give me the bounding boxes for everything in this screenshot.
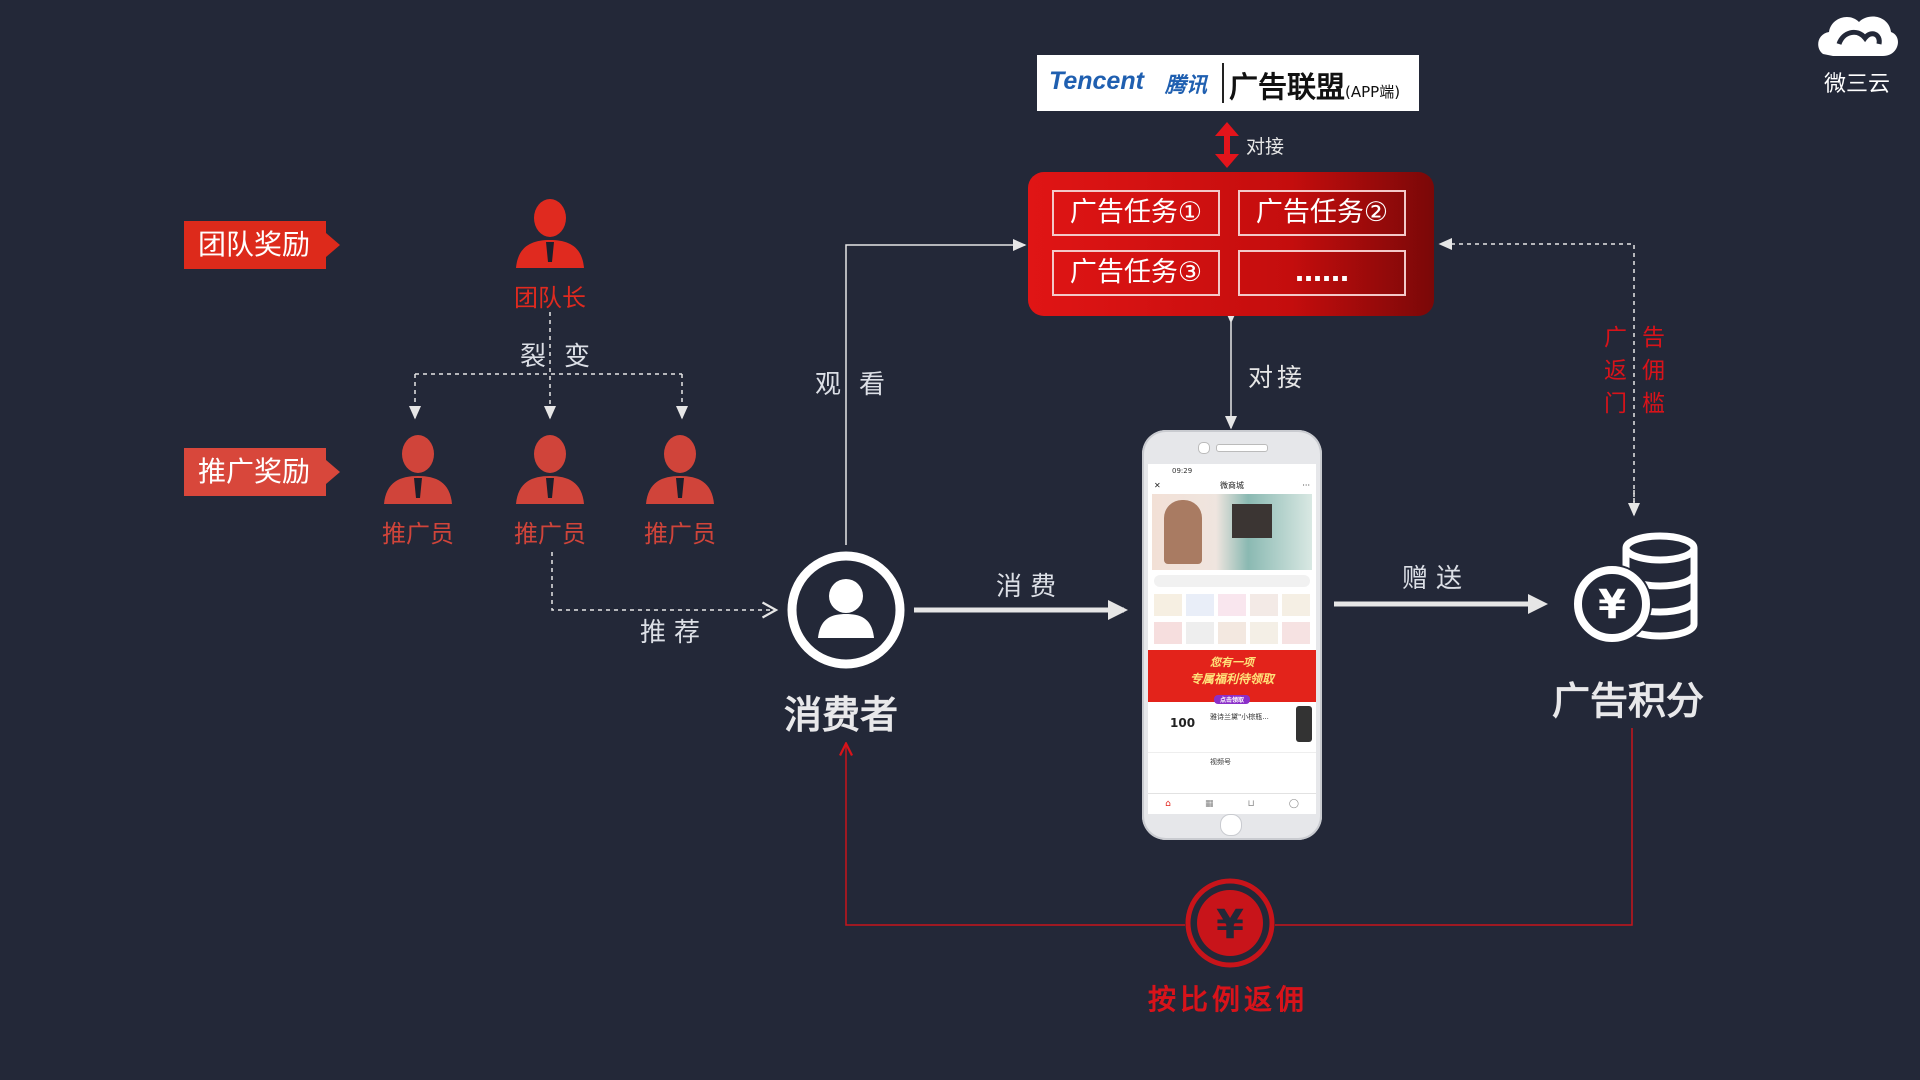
ad-task-1[interactable]: 广告任务①	[1052, 190, 1220, 236]
tencent-brand-cn: 腾讯	[1165, 73, 1207, 97]
category-item[interactable]	[1250, 594, 1278, 616]
team-reward-tag: 团队奖励	[184, 221, 340, 269]
promoter-label: 推广员	[514, 520, 586, 548]
promoter-label: 推广员	[382, 520, 454, 548]
hero-banner[interactable]	[1152, 494, 1312, 570]
consumer-label: 消费者	[784, 693, 899, 737]
phone-screen: 09:29 ✕ 微商城 ··· 您有一项 专属福利待领取 点击领取	[1148, 464, 1316, 814]
phone-speaker	[1216, 444, 1268, 452]
category-item[interactable]	[1154, 594, 1182, 616]
product-thumb	[1296, 706, 1312, 742]
tencent-ad-union-banner: Tencent 腾讯 广告联盟 (APP端)	[1037, 55, 1419, 111]
product-row-2[interactable]: 视频号	[1210, 758, 1231, 766]
ad-task-3[interactable]: 广告任务③	[1052, 250, 1220, 296]
rebate-node: ¥	[1185, 878, 1275, 968]
search-bar[interactable]	[1154, 575, 1310, 587]
category-item[interactable]	[1218, 594, 1246, 616]
promoter-2: 推广员	[510, 432, 590, 549]
coins-yen-icon: ¥	[1572, 532, 1698, 644]
points-label: 广告积分	[1552, 679, 1705, 723]
promo-reward-tag: 推广奖励	[184, 448, 340, 496]
cart-tab-icon[interactable]: ⊔	[1247, 799, 1255, 809]
leader-person-icon	[516, 199, 584, 268]
shop-title: ✕ 微商城 ···	[1148, 478, 1316, 494]
watch-connector	[845, 239, 1027, 545]
consumer-user-icon	[787, 551, 905, 669]
category-grid	[1148, 592, 1316, 646]
promo-banner[interactable]: 您有一项 专属福利待领取 点击领取	[1148, 650, 1316, 704]
mid-link-label: 对接	[1248, 363, 1307, 392]
logo: 微三云	[1812, 8, 1902, 98]
model-photo	[1164, 500, 1202, 564]
more-icon[interactable]: ···	[1302, 481, 1310, 490]
category-item[interactable]	[1154, 622, 1182, 644]
promoter-person-icon	[646, 435, 714, 504]
banner-title: 广告联盟	[1229, 70, 1346, 104]
svg-text:¥: ¥	[1216, 902, 1244, 948]
category-item[interactable]	[1282, 622, 1310, 644]
phone-camera	[1198, 442, 1210, 454]
promoter-3: 推广员	[640, 432, 720, 549]
recommend-label: 推荐	[640, 618, 709, 648]
ad-task-more[interactable]: ……	[1238, 250, 1406, 296]
logo-text: 微三云	[1823, 72, 1890, 97]
close-icon[interactable]: ✕	[1154, 481, 1161, 490]
promoter-person-icon	[384, 435, 452, 504]
category-item[interactable]	[1218, 622, 1246, 644]
promoter-person-icon	[516, 435, 584, 504]
points-node: ¥	[1568, 528, 1704, 652]
home-button[interactable]	[1220, 814, 1242, 836]
ad-task-panel: 广告任务① 广告任务② 广告任务③ ……	[1028, 172, 1434, 316]
category-tab-icon[interactable]: ▦	[1204, 799, 1214, 809]
watch-label: 观看	[815, 370, 904, 400]
profile-tab-icon[interactable]: ◯	[1288, 799, 1299, 809]
leader-label: 团队长	[514, 284, 586, 312]
fission-connectors	[409, 312, 779, 619]
category-item[interactable]	[1186, 622, 1214, 644]
consume-label: 消费	[996, 572, 1065, 602]
promoter-1: 推广员	[378, 432, 458, 549]
category-item[interactable]	[1186, 594, 1214, 616]
tab-bar: ⌂ ▦ ⊔ ◯	[1148, 793, 1316, 814]
top-link-label: 对接	[1246, 136, 1285, 158]
svg-text:¥: ¥	[1598, 582, 1626, 628]
banner-suffix: (APP端)	[1345, 83, 1401, 101]
ad-task-2[interactable]: 广告任务②	[1238, 190, 1406, 236]
status-bar: 09:29	[1172, 467, 1193, 475]
home-tab-icon[interactable]: ⌂	[1165, 799, 1171, 809]
fission-label: 裂变	[520, 342, 609, 372]
cloud-logo-icon	[1818, 16, 1898, 56]
banner-divider	[1222, 63, 1224, 103]
category-item[interactable]	[1282, 594, 1310, 616]
tencent-brand: Tencent	[1049, 67, 1144, 95]
rebate-label: 按比例返佣	[1148, 983, 1309, 1016]
team-leader: 团队长	[510, 196, 590, 313]
top-link-arrow	[1215, 122, 1239, 168]
gift-label: 赠送	[1402, 564, 1471, 594]
category-item[interactable]	[1250, 622, 1278, 644]
phone-mockup: 09:29 ✕ 微商城 ··· 您有一项 专属福利待领取 点击领取	[1142, 430, 1322, 840]
product-row[interactable]: 100 雅诗兰黛"小棕瓶...	[1148, 702, 1316, 753]
yen-coin-icon: ¥	[1185, 878, 1275, 968]
consumer-node	[786, 550, 906, 674]
palette-photo	[1232, 504, 1272, 538]
promoter-label: 推广员	[644, 520, 716, 548]
